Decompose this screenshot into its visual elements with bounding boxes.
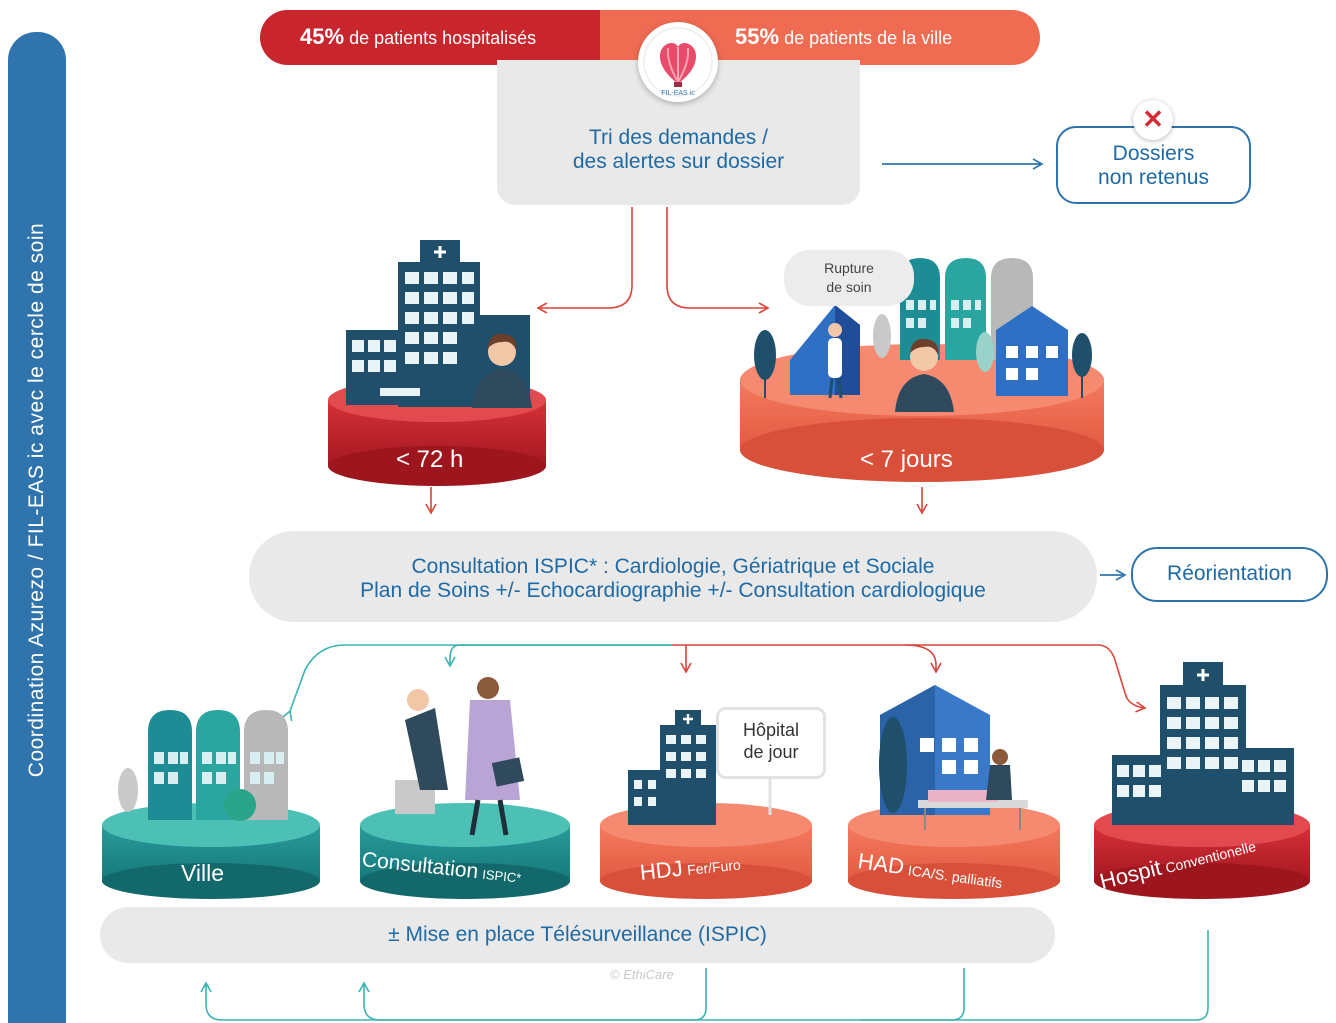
hospital-building-icon xyxy=(1112,662,1294,825)
triage-line-2: des alertes sur dossier xyxy=(572,150,785,173)
hospital-patients-percent: 45% xyxy=(300,24,345,49)
had-label-main: HAD xyxy=(856,848,906,880)
logo-text: FIL-EAS ic xyxy=(661,90,695,97)
triage-text: Tri des demandes / des alertes sur dossi… xyxy=(497,126,860,174)
arrow-to-hospital-path xyxy=(536,207,633,314)
rupture-line-2: de soin xyxy=(826,279,872,295)
ville-disc xyxy=(102,710,320,899)
tree-icon xyxy=(754,314,1092,398)
home-care-icon xyxy=(879,685,1028,830)
consultation-label-sub: ISPIC* xyxy=(481,866,522,886)
doctor-figure-icon xyxy=(828,323,843,399)
consultation-line-2: Plan de Soins +/- Echocardiographie +/- … xyxy=(360,579,986,602)
consultation-text: Consultation ISPIC* : Cardiologie, Géria… xyxy=(249,555,1097,603)
hospital-patients-text: de patients hospitalisés xyxy=(349,28,537,48)
hdj-label-sub: Fer/Furo xyxy=(686,856,742,879)
city-patients-text: de patients de la ville xyxy=(784,28,953,48)
sidebar-banner xyxy=(8,32,66,1023)
hospital-patients-label: 45% de patients hospitalisés xyxy=(300,24,536,50)
day-hospital-sign-line-2: de jour xyxy=(743,742,799,762)
triage-line-1: Tri des demandes / xyxy=(589,126,768,149)
consultation-box xyxy=(249,531,1097,622)
hospit-disc xyxy=(1094,662,1310,899)
day-hospital-sign-line-1: Hôpital xyxy=(742,720,800,740)
reorientation-text: Réorientation xyxy=(1167,562,1292,585)
city-patients-label: 55% de patients de la ville xyxy=(735,24,952,50)
telesurveillance-text: ± Mise en place Télésurveillance (ISPIC) xyxy=(388,923,767,946)
consultation-line-1: Consultation ISPIC* : Cardiologie, Géria… xyxy=(411,555,935,578)
hdj-label-main: HDJ xyxy=(638,855,684,885)
balloon-logo-icon: FIL-EAS ic xyxy=(643,27,713,97)
fil-eas-logo: FIL-EAS ic xyxy=(638,22,718,102)
hdj-disc xyxy=(600,710,812,899)
teal-loop-from-hospit xyxy=(860,930,1209,1021)
city-patients-percent: 55% xyxy=(735,24,780,49)
city-houses-icon xyxy=(118,710,288,821)
teal-loop-to-consult xyxy=(358,968,965,1021)
day-hospital-sign xyxy=(716,707,826,779)
ville-label: Ville xyxy=(181,860,225,886)
had-disc xyxy=(848,685,1060,899)
day-hospital-sign-text: Hôpital de jour xyxy=(716,719,826,763)
teal-connector-ville xyxy=(281,644,672,722)
rupture-text: Rupture de soin xyxy=(790,259,908,297)
arrow-to-city-path xyxy=(666,207,770,314)
reorientation-box xyxy=(1131,547,1328,602)
day-hospital-building-icon xyxy=(628,710,772,825)
x-mark-icon: ✕ xyxy=(1133,100,1173,140)
doctor-patient-icon xyxy=(395,677,525,836)
rejected-line-1: Dossiers xyxy=(1112,142,1195,165)
city-buildings-icon xyxy=(790,258,1068,396)
rupture-line-1: Rupture xyxy=(824,260,874,276)
rejected-line-2: non retenus xyxy=(1098,166,1209,189)
patient-avatar-icon xyxy=(472,333,532,408)
copyright-text: © EthiCare xyxy=(610,967,674,982)
red-connector-hospit xyxy=(672,644,1147,713)
city-7days-disc xyxy=(740,258,1104,482)
red-connector-had xyxy=(904,644,942,674)
hospital-72h-disc xyxy=(328,240,546,486)
telesurveillance-box xyxy=(100,907,1055,963)
teal-connector-consult xyxy=(444,644,672,668)
hospital-delay-label: < 72 h xyxy=(396,446,464,473)
patient-avatar-icon xyxy=(895,338,954,412)
rejected-dossiers-text: Dossiers non retenus xyxy=(1056,142,1251,190)
city-delay-label: < 7 jours xyxy=(860,446,953,473)
consultation-ispic-disc xyxy=(360,677,570,899)
rupture-speech-bubble xyxy=(784,250,914,306)
